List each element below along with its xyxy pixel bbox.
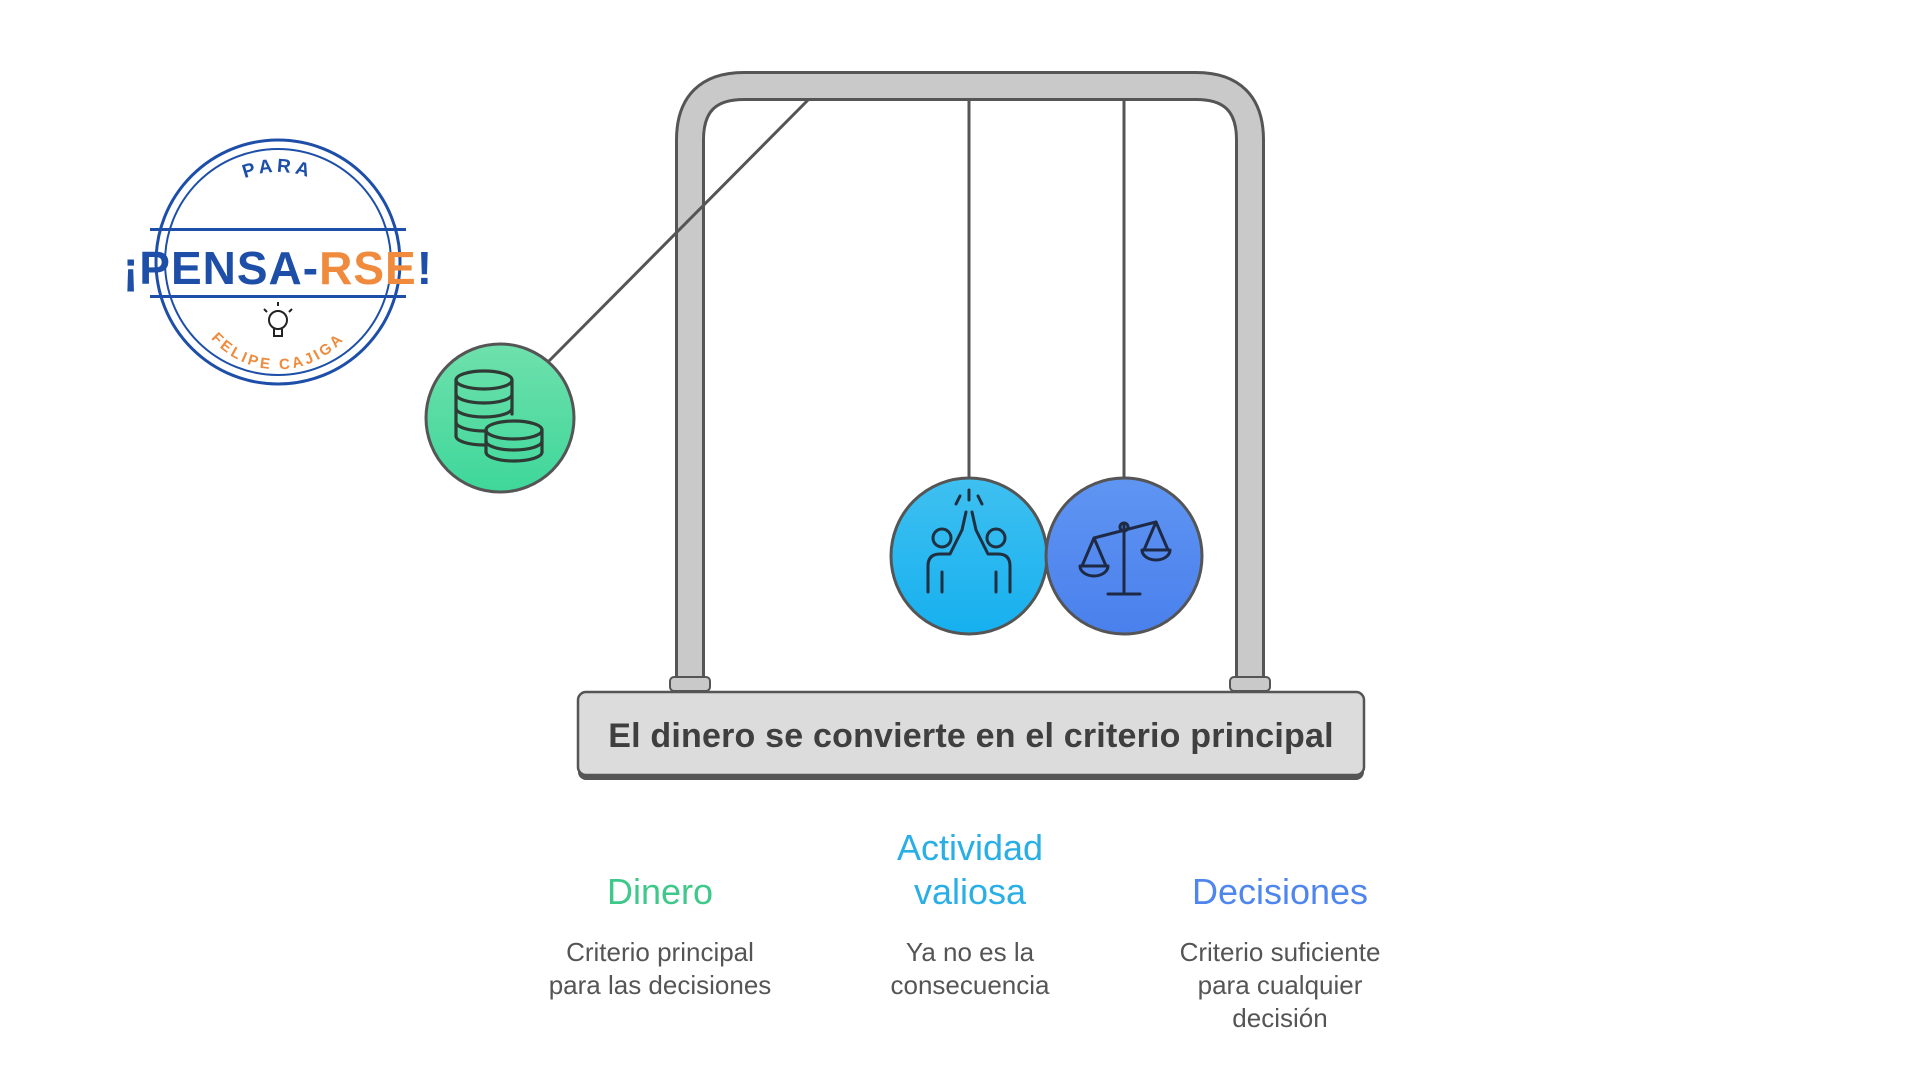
pensa-rse-logo: PARA ¡PENSA-RSE! FELIPE CAJIGA xyxy=(123,138,433,386)
coins-stack-icon xyxy=(454,369,544,463)
money-ball xyxy=(424,342,576,494)
column-actividad: Actividad valiosa Ya no es la consecuenc… xyxy=(820,826,1120,1002)
column-description: Criterio suficiente para cualquier decis… xyxy=(1130,936,1430,1035)
high-five-icon xyxy=(926,488,1012,594)
decisions-ball xyxy=(1044,476,1204,636)
desc-line: decisión xyxy=(1232,1003,1328,1033)
logo-main-text: ¡PENSA-RSE! xyxy=(123,242,433,294)
cradle-base xyxy=(576,690,1366,780)
column-title: Decisiones xyxy=(1191,871,1369,912)
desc-line: Criterio suficiente xyxy=(1179,937,1381,967)
column-description: Ya no es la consecuencia xyxy=(820,936,1120,1002)
desc-line: Ya no es la xyxy=(905,937,1035,967)
title-line: Actividad xyxy=(896,827,1044,868)
column-description: Criterio principal para las decisiones xyxy=(510,936,810,1002)
column-title: Dinero xyxy=(606,871,714,912)
activity-ball xyxy=(889,476,1049,636)
desc-line: Criterio principal xyxy=(566,937,754,967)
title-line: valiosa xyxy=(913,871,1027,912)
column-title: Actividad valiosa xyxy=(820,826,1120,914)
column-decisiones: Decisiones Criterio suficiente para cual… xyxy=(1130,870,1430,1035)
pendulum-strings xyxy=(546,98,1126,478)
column-dinero: Dinero Criterio principal para las decis… xyxy=(510,870,810,1002)
desc-line: para cualquier xyxy=(1197,970,1363,1000)
base-label: El dinero se convierte en el criterio pr… xyxy=(608,716,1334,755)
desc-line: para las decisiones xyxy=(548,970,772,1000)
lightbulb-icon xyxy=(263,302,293,337)
desc-line: consecuencia xyxy=(890,970,1050,1000)
cradle-frame xyxy=(669,71,1271,692)
balance-scale-icon xyxy=(1078,520,1172,596)
